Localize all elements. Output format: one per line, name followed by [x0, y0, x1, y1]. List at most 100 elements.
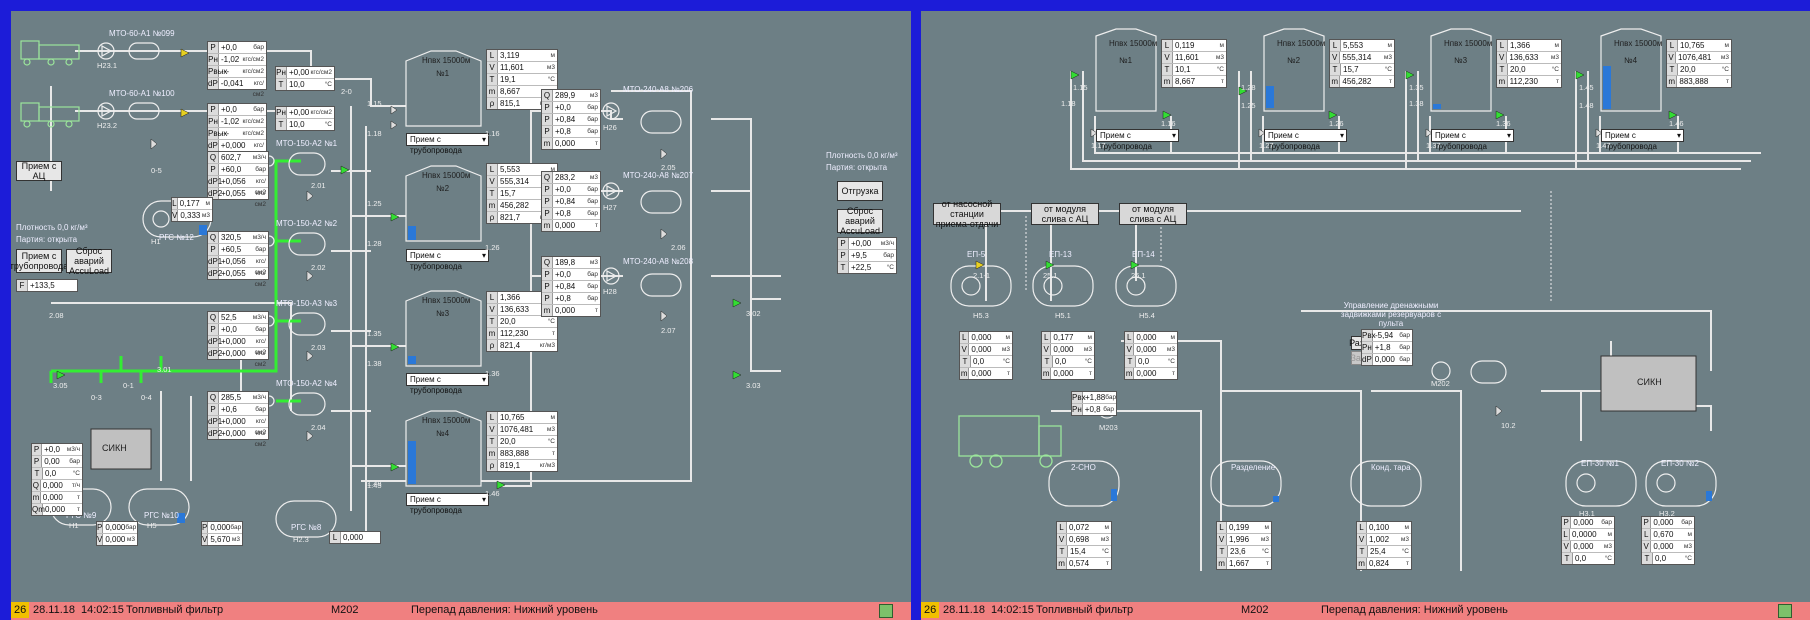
readout-key: T	[1217, 546, 1228, 557]
equipment-tag: Н23.1	[97, 61, 118, 70]
receive-pipe-button[interactable]: Прием с трубопровода	[11, 249, 69, 273]
reset-accuload-button[interactable]: Сброс аварий AccuLoad	[66, 246, 112, 276]
reset-accuload-button-2[interactable]: Сброс аварий AccuLoad	[837, 206, 883, 236]
tank-mode-select[interactable]: Прием с трубопровода	[406, 133, 489, 155]
readout-unit: кгс/см2	[242, 130, 264, 137]
readout-unit: °C	[1167, 358, 1175, 365]
readout-key: T	[1042, 356, 1053, 367]
tank-mode-select[interactable]: Прием с трубопровода	[1601, 129, 1684, 151]
tank-mode-select[interactable]: Прием с трубопровода	[406, 493, 489, 515]
equipment-tag: 1.25	[1241, 101, 1256, 110]
tank-readout: L3,119мV11,601м3T19,1°Cm8,667тρ815,1кг/м…	[486, 49, 558, 110]
equipment-tag: Н1	[151, 237, 161, 246]
alarm-status-bar[interactable]: 26 28.11.18 14:02:15 Топливный фильтр M2…	[921, 602, 1810, 620]
readout-value: 602,7	[221, 153, 242, 162]
readout-value: 10,0	[289, 80, 305, 89]
tank-mode-select[interactable]: Прием с трубопровода	[406, 373, 489, 395]
equipment-tag: 1.37	[1426, 141, 1441, 150]
readout-key: dP1	[208, 176, 223, 187]
tank-mode-select[interactable]: Прием с трубопровода	[1096, 129, 1179, 151]
tank-capacity: Нпвх 15000м	[422, 416, 471, 425]
readout-key: dP	[1362, 354, 1373, 365]
readout-key: V	[1330, 52, 1341, 63]
left-mimic-screen: МТО-60-А1 №099 МТО-60-А1 №100 МТО-150-А2…	[11, 11, 911, 603]
readout-value: 0,177	[1053, 333, 1074, 342]
readout-key: P	[208, 244, 219, 255]
tank-mode-select[interactable]: Прием с трубопровода	[1264, 129, 1347, 151]
readout-value: ---	[221, 67, 229, 76]
equipment-tag: 1.17	[1091, 141, 1106, 150]
shipment-button[interactable]: Отгрузка	[837, 181, 883, 201]
readout-key: T	[1162, 64, 1173, 75]
readout-unit: м3	[1720, 54, 1729, 61]
readout-value: +0,000	[221, 429, 246, 438]
readout-unit: м3	[1166, 346, 1175, 353]
equipment-tag: 1.18	[367, 129, 382, 138]
readout-key: L	[1642, 529, 1652, 540]
readout-value: 1076,481	[499, 425, 534, 434]
readout-value: 883,888	[1679, 77, 1709, 86]
readout-key: P	[542, 293, 553, 304]
readout-unit: кг/м3	[539, 462, 555, 469]
readout-unit: м3	[589, 174, 598, 181]
readout-unit: м	[1687, 531, 1692, 538]
readout-key: Рн	[276, 67, 287, 78]
alarm-count: 26	[11, 602, 30, 618]
tank-mode-select[interactable]: Прием с трубопровода	[1431, 129, 1514, 151]
readout-value: 821,7	[500, 213, 521, 222]
readout-key: Рвых	[208, 66, 228, 77]
receive-ac-button[interactable]: Прием с АЦ	[16, 161, 62, 181]
readout-value: +0,00	[851, 239, 872, 248]
acknowledge-icon[interactable]	[1778, 604, 1792, 618]
readout-unit: бар	[883, 252, 894, 259]
equipment-tag: 1.18	[1061, 99, 1076, 108]
equipment-tag: 2.02	[311, 263, 326, 272]
readout-value: +9,5	[851, 251, 867, 260]
readout-key: P	[208, 104, 219, 115]
readout-value: 5,670	[210, 535, 231, 544]
readout-unit: м3	[201, 212, 210, 219]
tank-capacity: Нпвх 15000м	[1444, 39, 1493, 48]
equipment-tag: Н28	[603, 287, 617, 296]
readout-key: m	[542, 220, 553, 231]
equipment-tag: 10.2	[1501, 421, 1516, 430]
readout-key: m	[960, 368, 970, 379]
tank-readout: L1,366мV136,633м3T20,0°Cm112,230тρ821,4к…	[486, 291, 558, 352]
readout-unit: °C	[324, 121, 332, 128]
tank-mode-select[interactable]: Прием с трубопровода	[406, 249, 489, 271]
readout-unit: °C	[547, 76, 555, 83]
readout-unit: °C	[1002, 358, 1010, 365]
readout-value: +0,000	[221, 417, 246, 426]
readout-unit: т	[1106, 560, 1109, 567]
readout-value: 15,7	[500, 189, 516, 198]
acknowledge-icon[interactable]	[879, 604, 893, 618]
equipment-tag: 1.26	[485, 243, 500, 252]
alarm-status-bar[interactable]: 26 28.11.18 14:02:15 Топливный фильтр M2…	[11, 602, 911, 620]
equipment-tag: 2-0	[341, 87, 352, 96]
readout-unit: м3	[1603, 543, 1612, 550]
readout-value: 15,7	[1343, 65, 1359, 74]
readout-unit: м	[1087, 334, 1092, 341]
readout-key: L	[1330, 40, 1341, 51]
readout-unit: бар	[255, 326, 266, 333]
readout-unit: бар	[587, 116, 598, 123]
readout-value: 289,9	[555, 91, 576, 100]
